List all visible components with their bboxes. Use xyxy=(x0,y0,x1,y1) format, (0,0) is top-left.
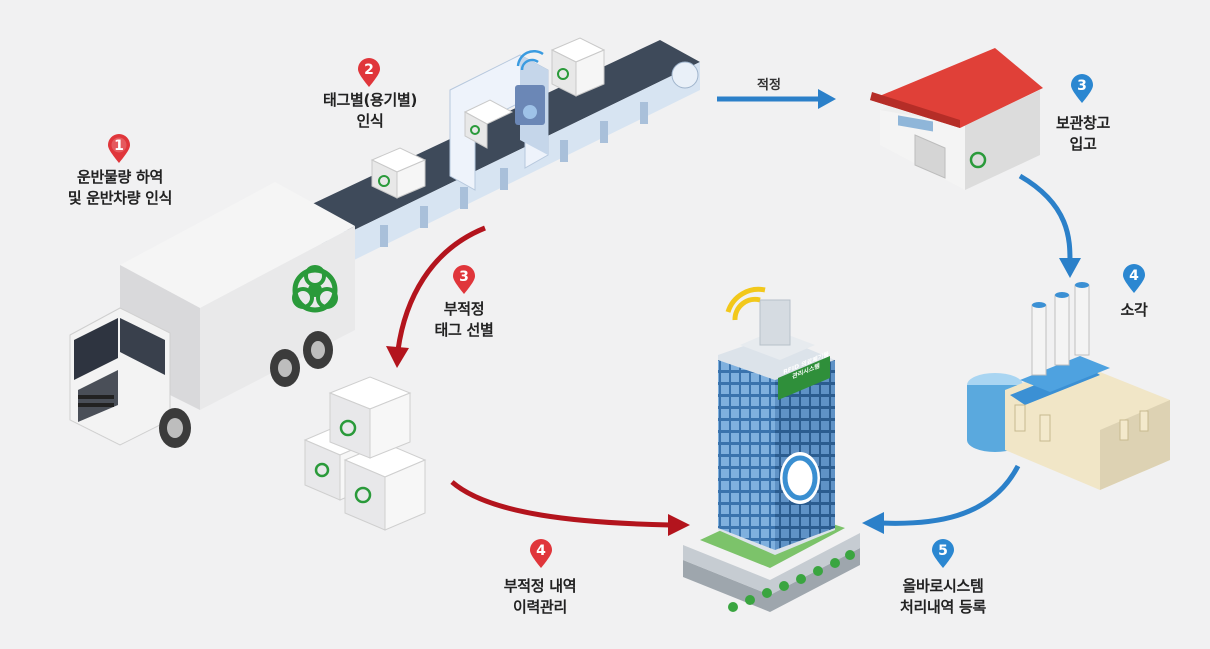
incinerator-icon xyxy=(967,282,1170,490)
step-3-reject-line-2: 태그 선별 xyxy=(434,321,494,339)
step-3-reject-number: 3 xyxy=(459,269,469,285)
location-pin-icon xyxy=(453,265,475,294)
flow-arrows xyxy=(386,89,1081,536)
step-5-line-1: 올바로시스템 xyxy=(902,577,984,595)
step-4-history-line-1: 부적정 내역 xyxy=(503,577,577,595)
step-1-line-1: 운반물량 하역 xyxy=(77,168,163,186)
step-2-label: 태그별(용기별) 인식 xyxy=(300,90,440,132)
step-4-history-label: 부적정 내역 이력관리 xyxy=(475,576,605,618)
step-3-storage-label: 보관창고 입고 xyxy=(1040,113,1126,155)
location-pin-icon xyxy=(932,539,954,568)
management-building-icon xyxy=(683,286,860,612)
step-5-number: 5 xyxy=(938,543,948,559)
medical-waste-truck-icon xyxy=(69,182,355,448)
location-pin-icon xyxy=(1123,264,1145,293)
step-5-badge: 5 xyxy=(930,539,956,569)
step-2-number: 2 xyxy=(364,62,374,78)
location-pin-icon xyxy=(1071,74,1093,103)
step-4-history-line-2: 이력관리 xyxy=(512,598,567,616)
step-4-history-badge: 4 xyxy=(528,539,554,569)
location-pin-icon xyxy=(530,539,552,568)
step-5-line-2: 처리내역 등록 xyxy=(900,598,986,616)
step-1-number: 1 xyxy=(114,138,124,154)
step-3-storage-badge: 3 xyxy=(1069,74,1095,104)
location-pin-icon xyxy=(358,58,380,87)
step-1-label: 운반물량 하역 및 운반차량 인식 xyxy=(40,167,200,209)
step-4-incinerate-line-1: 소각 xyxy=(1120,301,1148,319)
step-3-storage-line-2: 입고 xyxy=(1069,135,1097,153)
step-4-incinerate-label: 소각 xyxy=(1104,300,1164,321)
step-1-line-2: 및 운반차량 인식 xyxy=(67,189,173,207)
step-4-history-number: 4 xyxy=(536,543,546,559)
proper-arrow-label: 적정 xyxy=(757,78,781,93)
step-3-reject-line-1: 부적정 xyxy=(443,300,485,318)
step-3-storage-line-1: 보관창고 xyxy=(1055,114,1110,132)
step-4-incinerate-number: 4 xyxy=(1129,268,1139,284)
storage-warehouse-icon xyxy=(870,48,1043,190)
rejected-boxes-icon xyxy=(303,376,427,531)
step-2-badge: 2 xyxy=(356,58,382,88)
rfid-conveyor-icon xyxy=(310,37,700,262)
step-3-reject-badge: 3 xyxy=(451,265,477,295)
step-3-storage-number: 3 xyxy=(1077,78,1087,94)
step-3-reject-label: 부적정 태그 선별 xyxy=(404,299,524,341)
location-pin-icon xyxy=(108,134,130,163)
step-5-label: 올바로시스템 처리내역 등록 xyxy=(876,576,1010,618)
step-2-line-2: 인식 xyxy=(356,112,384,130)
step-1-badge: 1 xyxy=(106,134,132,164)
step-4-incinerate-badge: 4 xyxy=(1121,264,1147,294)
step-2-line-1: 태그별(용기별) xyxy=(322,91,418,109)
